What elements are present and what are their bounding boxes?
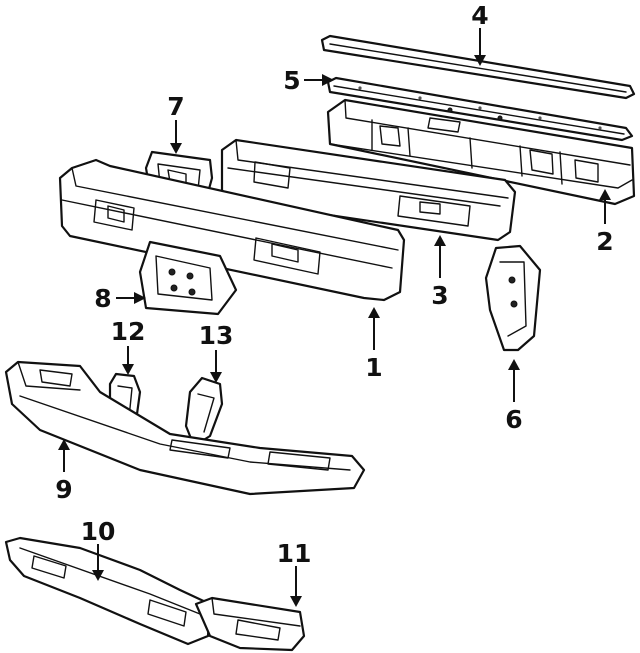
callout-9: 9 (55, 475, 72, 504)
callout-3: 3 (431, 281, 448, 310)
part-11-deflector-end (194, 596, 306, 652)
callout-2: 2 (596, 227, 613, 256)
part-3-bumper-energy-absorber (220, 138, 517, 242)
part-9-lower-valance (4, 360, 366, 496)
part-5-lower-strip (326, 76, 634, 142)
part-13-bracket (184, 376, 224, 448)
callout-4: 4 (471, 1, 488, 30)
callout-6: 6 (505, 405, 522, 434)
part-6-bracket (484, 244, 542, 352)
part-1-bumper-cover (58, 158, 406, 302)
callout-13: 13 (199, 321, 234, 350)
callout-labels: 4 5 7 2 3 8 1 12 13 6 9 10 11 (55, 1, 613, 568)
part-4-upper-strip (320, 34, 636, 100)
callout-12: 12 (111, 317, 146, 346)
callout-5: 5 (283, 66, 300, 95)
callout-8: 8 (94, 284, 111, 313)
callout-11: 11 (277, 539, 312, 568)
callout-1: 1 (365, 353, 382, 382)
leader-lines (58, 28, 611, 607)
part-10-air-deflector (4, 536, 212, 646)
part-8-bracket (138, 240, 238, 316)
part-2-reinforcement (326, 98, 636, 206)
callout-10: 10 (81, 517, 116, 546)
callout-7: 7 (167, 92, 184, 121)
